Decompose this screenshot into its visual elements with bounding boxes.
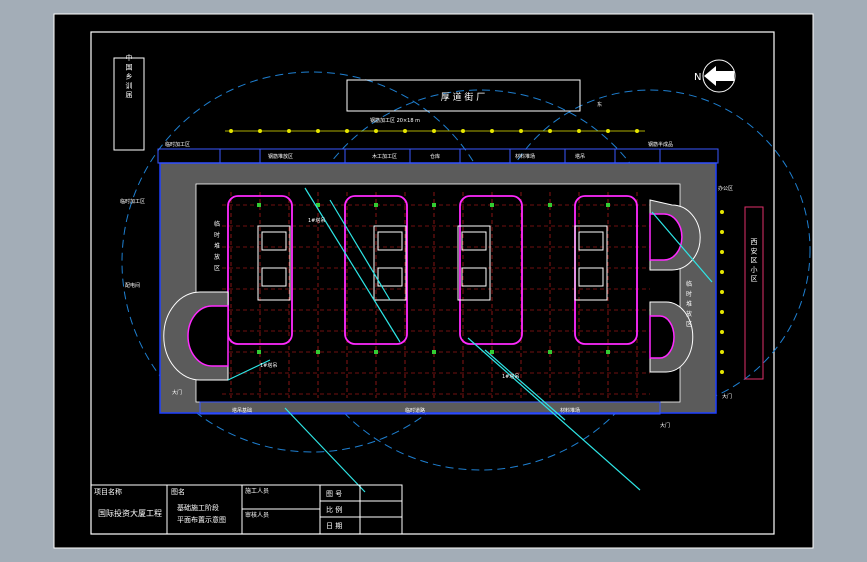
top-office-strip xyxy=(157,148,719,164)
note-right1: 办公区 xyxy=(718,185,733,192)
tower-outlines xyxy=(227,195,638,345)
tower-2 xyxy=(344,195,408,345)
note-top5: 仓库 xyxy=(430,153,440,160)
note-top1: 钢筋加工区 20×18 m xyxy=(370,117,420,124)
left-side-tag-2: 时 xyxy=(214,231,220,239)
north-label: N xyxy=(694,72,701,83)
top-building-label: 厚 道 街 厂 xyxy=(441,91,486,103)
note-top4: 木工加工区 xyxy=(372,153,397,160)
note-crane2: 1#塔吊 xyxy=(260,362,277,369)
drawing-line2: 平面布置示意图 xyxy=(177,515,226,524)
note-bot1: 塔吊基础 xyxy=(232,407,252,414)
drawing-line1: 基础施工阶段 xyxy=(177,503,219,512)
note-bot3: 材料堆场 xyxy=(560,407,580,414)
side-tag-3: 堆 xyxy=(686,300,692,308)
ratio-label: 比 例 xyxy=(326,505,342,514)
axis-ticks-right xyxy=(720,210,724,374)
note-left2: 配电间 xyxy=(125,282,140,289)
site-perimeter xyxy=(159,162,717,414)
title-block xyxy=(90,484,403,535)
note-bot4: 大门 xyxy=(660,422,670,429)
drawing-label: 图名 xyxy=(171,487,185,496)
left-side-tag-4: 放 xyxy=(214,253,220,261)
left-annex xyxy=(163,291,229,381)
note-crane3: 1#塔吊 xyxy=(502,373,519,380)
top-building xyxy=(346,79,581,112)
fig-no-label: 图 号 xyxy=(326,490,342,498)
note-top3: 钢筋堆放区 xyxy=(268,153,293,160)
note-top6: 材料堆场 xyxy=(515,153,535,160)
column-points xyxy=(257,203,610,354)
bottom-strip xyxy=(199,401,661,415)
right-vertical-label: 西 安 区 小 区 xyxy=(750,238,758,282)
drawing-border xyxy=(90,31,775,535)
project-name-label: 项目名称 xyxy=(94,487,122,496)
side-tag-4: 放 xyxy=(686,310,692,318)
note-right2: 大门 xyxy=(722,393,732,400)
north-arrow: N xyxy=(694,59,736,93)
left-vertical-label: 中 国 乡 训 届 xyxy=(125,53,133,99)
tower-3 xyxy=(459,195,523,345)
left-side-tag-3: 堆 xyxy=(214,242,220,250)
note-bot2: 临时道路 xyxy=(405,407,425,414)
left-side-tag-5: 区 xyxy=(214,265,220,272)
north-arrow-icon xyxy=(702,59,736,93)
note-top7: 钢筋半成品 xyxy=(648,141,673,148)
left-vertical-box xyxy=(113,57,145,151)
note-crane1: 1#塔吊 xyxy=(308,217,325,224)
project-name-value: 国际投资大厦工程 xyxy=(98,508,162,518)
column-grid xyxy=(222,192,650,398)
left-side-tag-1: 临 xyxy=(214,220,220,228)
right-annex-top xyxy=(649,199,701,271)
right-annex-bottom xyxy=(649,301,694,373)
note-top8: 塔吊 xyxy=(575,153,585,160)
cell-b: 审核人员 xyxy=(245,511,269,519)
crane-jib-lines xyxy=(227,187,713,493)
side-tag-5: 区 xyxy=(686,321,692,328)
note-top2: 临时加工区 xyxy=(165,141,190,148)
tower-1 xyxy=(227,195,293,345)
date-label: 日 期 xyxy=(326,522,342,530)
side-tag-2: 时 xyxy=(686,290,692,298)
cell-a: 施工人员 xyxy=(245,487,269,495)
side-tag-1: 临 xyxy=(686,280,692,288)
note-east: 东 xyxy=(597,101,602,108)
right-vertical-box xyxy=(744,206,764,380)
note-left1: 临时加工区 xyxy=(120,198,145,205)
note-left3: 大门 xyxy=(172,389,182,396)
